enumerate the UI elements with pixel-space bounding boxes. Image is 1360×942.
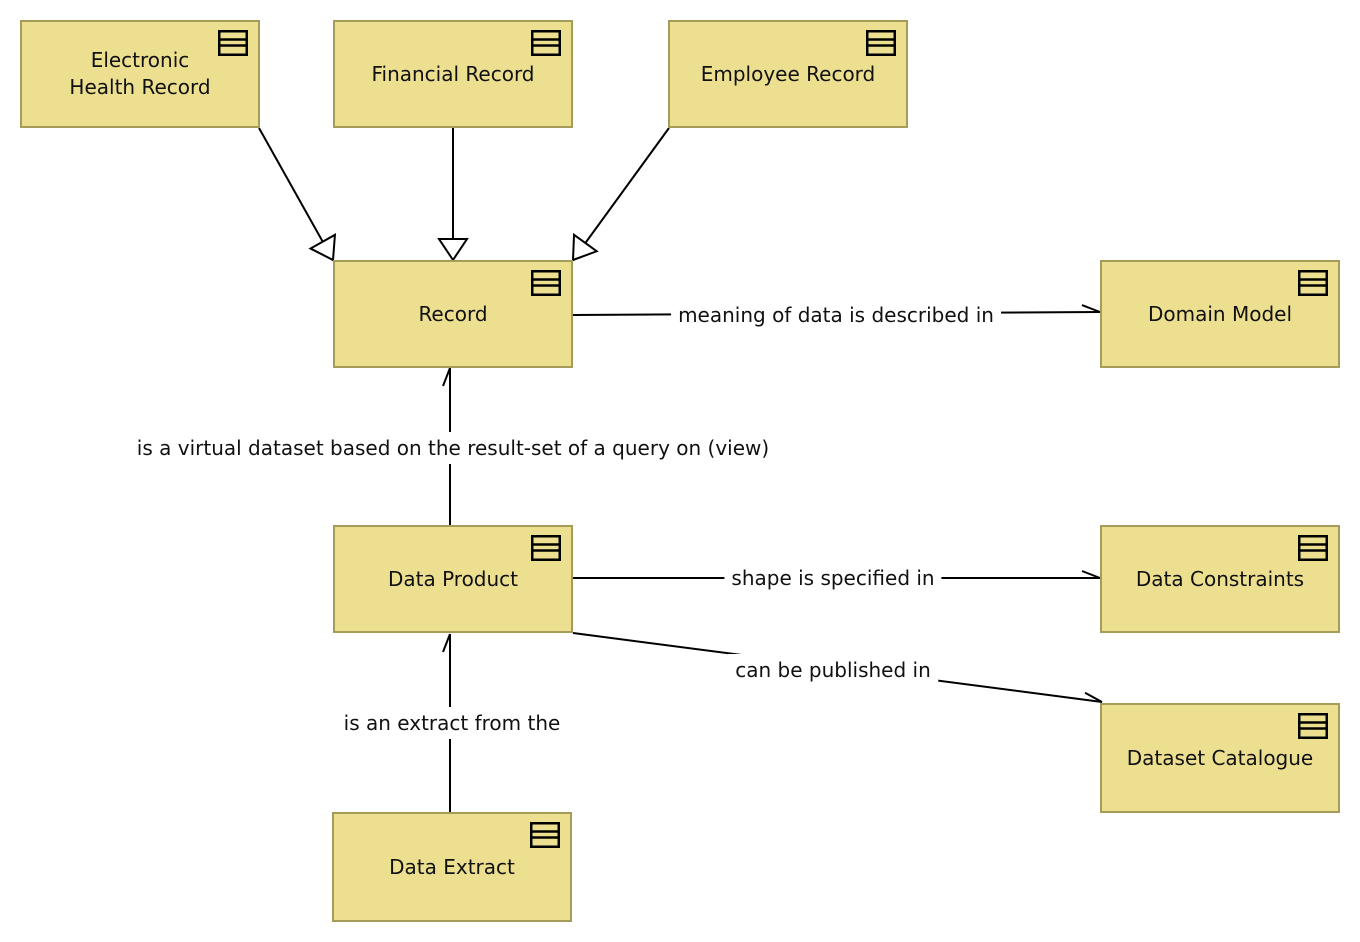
node-label: Data Extract — [389, 854, 515, 879]
node-label: Financial Record — [371, 61, 535, 86]
edge-label-data-extract-product: is an extract from the — [336, 707, 568, 739]
edge-label-data-product-record: is a virtual dataset based on the result… — [129, 432, 777, 464]
node-data-constraints: Data Constraints — [1100, 525, 1340, 633]
node-data-extract: Data Extract — [332, 812, 572, 922]
class-icon — [1298, 713, 1328, 739]
edge-employee-record — [571, 127, 670, 262]
node-financial-record: Financial Record — [333, 20, 573, 128]
node-record: Record — [333, 260, 573, 368]
node-data-product: Data Product — [333, 525, 573, 633]
node-electronic-health-record: Electronic Health Record — [20, 20, 260, 128]
class-icon — [531, 270, 561, 296]
edge-label-record-domain-model: meaning of data is described in — [671, 299, 1001, 331]
node-label: Data Product — [387, 566, 519, 591]
edge-label-data-product-catalogue: can be published in — [728, 654, 938, 686]
node-employee-record: Employee Record — [668, 20, 908, 128]
class-icon — [1298, 270, 1328, 296]
node-label: Data Constraints — [1135, 566, 1305, 591]
node-domain-model: Domain Model — [1100, 260, 1340, 368]
class-icon — [1298, 535, 1328, 561]
class-icon — [218, 30, 248, 56]
node-label: Record — [418, 301, 488, 326]
class-icon — [530, 822, 560, 848]
node-label: Domain Model — [1147, 301, 1292, 326]
class-icon — [531, 30, 561, 56]
node-label: Employee Record — [700, 61, 876, 86]
class-icon — [866, 30, 896, 56]
node-label: Dataset Catalogue — [1126, 745, 1314, 770]
class-icon — [531, 535, 561, 561]
edge-ehr-record — [258, 127, 337, 262]
node-label: Electronic Health Record — [69, 48, 211, 99]
edge-label-data-product-constraints: shape is specified in — [724, 562, 942, 594]
node-dataset-catalogue: Dataset Catalogue — [1100, 703, 1340, 813]
